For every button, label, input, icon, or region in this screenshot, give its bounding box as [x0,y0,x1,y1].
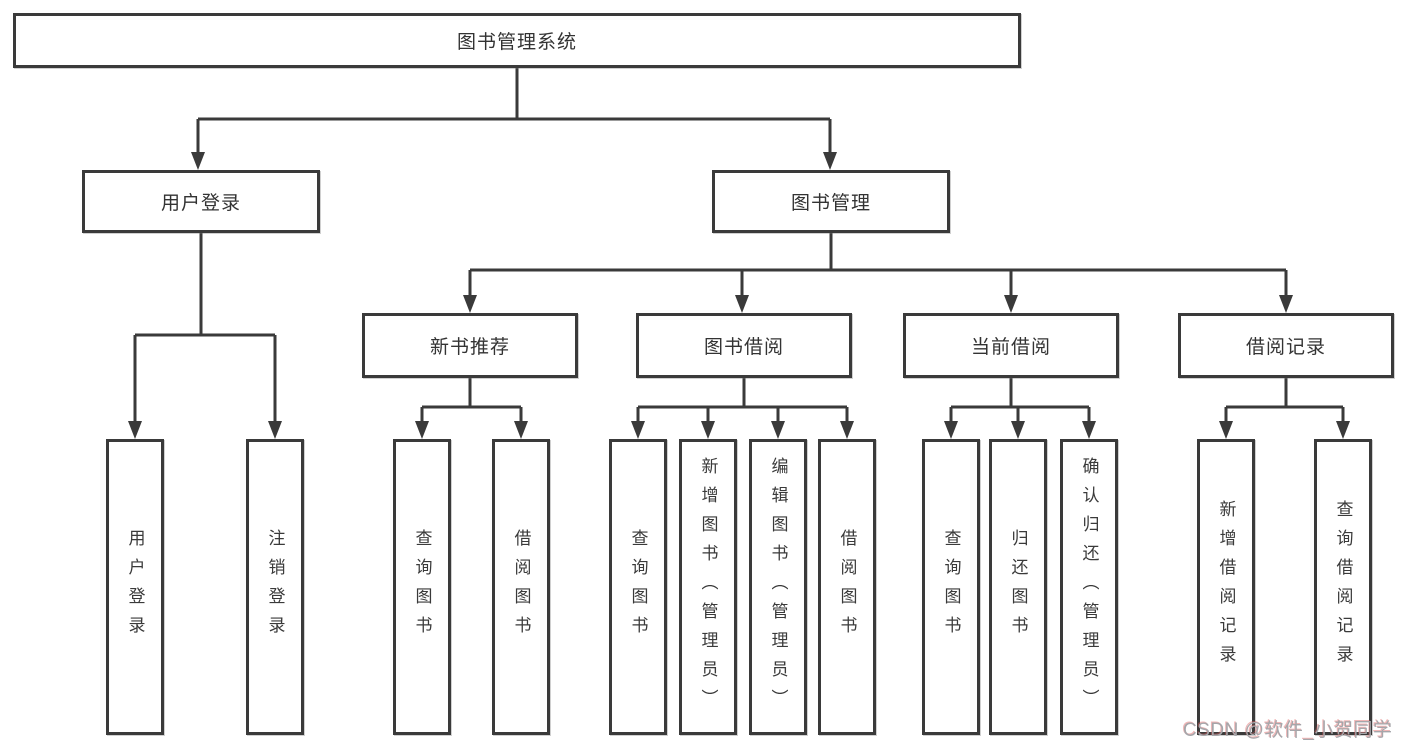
node-label: 查询图书 [412,529,432,645]
node-label: 新书推荐 [429,337,510,358]
node-label: 借阅记录 [1245,337,1326,358]
leaf-add-books-admin: 新增图书（管理员） [679,439,737,735]
node-label: 用户登录 [125,529,145,645]
arrowheads [128,152,1350,439]
node-borrowing-records: 借阅记录 [1178,313,1394,378]
node-label: 借阅图书 [837,529,857,645]
leaf-user-login: 用户登录 [106,439,164,735]
node-label: 当前借阅 [970,337,1051,358]
node-label: 查询图书 [941,529,961,645]
leaf-borrow-books-recommend: 借阅图书 [492,439,550,735]
node-label: 新增图书（管理员） [698,456,718,718]
node-label: 新增借阅记录 [1216,500,1236,674]
leaf-query-borrow-record: 查询借阅记录 [1314,439,1372,735]
node-label: 图书借阅 [703,337,784,358]
node-label: 确认归还（管理员） [1079,456,1099,718]
node-book-borrowing: 图书借阅 [636,313,852,378]
node-book-management: 图书管理 [712,170,950,233]
node-user-login: 用户登录 [82,170,320,233]
node-label: 图书管理 [790,193,871,214]
leaf-return-books: 归还图书 [989,439,1047,735]
node-label: 图书管理系统 [456,32,577,53]
node-label: 查询图书 [628,529,648,645]
node-label: 借阅图书 [511,529,531,645]
csdn-watermark: CSDN @软件_小贺同学 [1183,720,1393,741]
leaf-query-books-recommend: 查询图书 [393,439,451,735]
node-library-management-system: 图书管理系统 [13,13,1021,68]
leaf-logout: 注销登录 [246,439,304,735]
leaf-add-borrow-record: 新增借阅记录 [1197,439,1255,735]
leaf-query-books-borrowing: 查询图书 [609,439,667,735]
leaf-confirm-return-admin: 确认归还（管理员） [1060,439,1118,735]
node-current-borrowing: 当前借阅 [903,313,1119,378]
leaf-edit-books-admin: 编辑图书（管理员） [749,439,807,735]
node-label: 用户登录 [160,193,241,214]
node-label: 查询借阅记录 [1333,500,1353,674]
node-new-book-recommendation: 新书推荐 [362,313,578,378]
leaf-query-books-current: 查询图书 [922,439,980,735]
node-label: 注销登录 [265,529,285,645]
node-label: 归还图书 [1008,529,1028,645]
leaf-borrow-books-borrowing: 借阅图书 [818,439,876,735]
node-label: 编辑图书（管理员） [768,456,788,718]
